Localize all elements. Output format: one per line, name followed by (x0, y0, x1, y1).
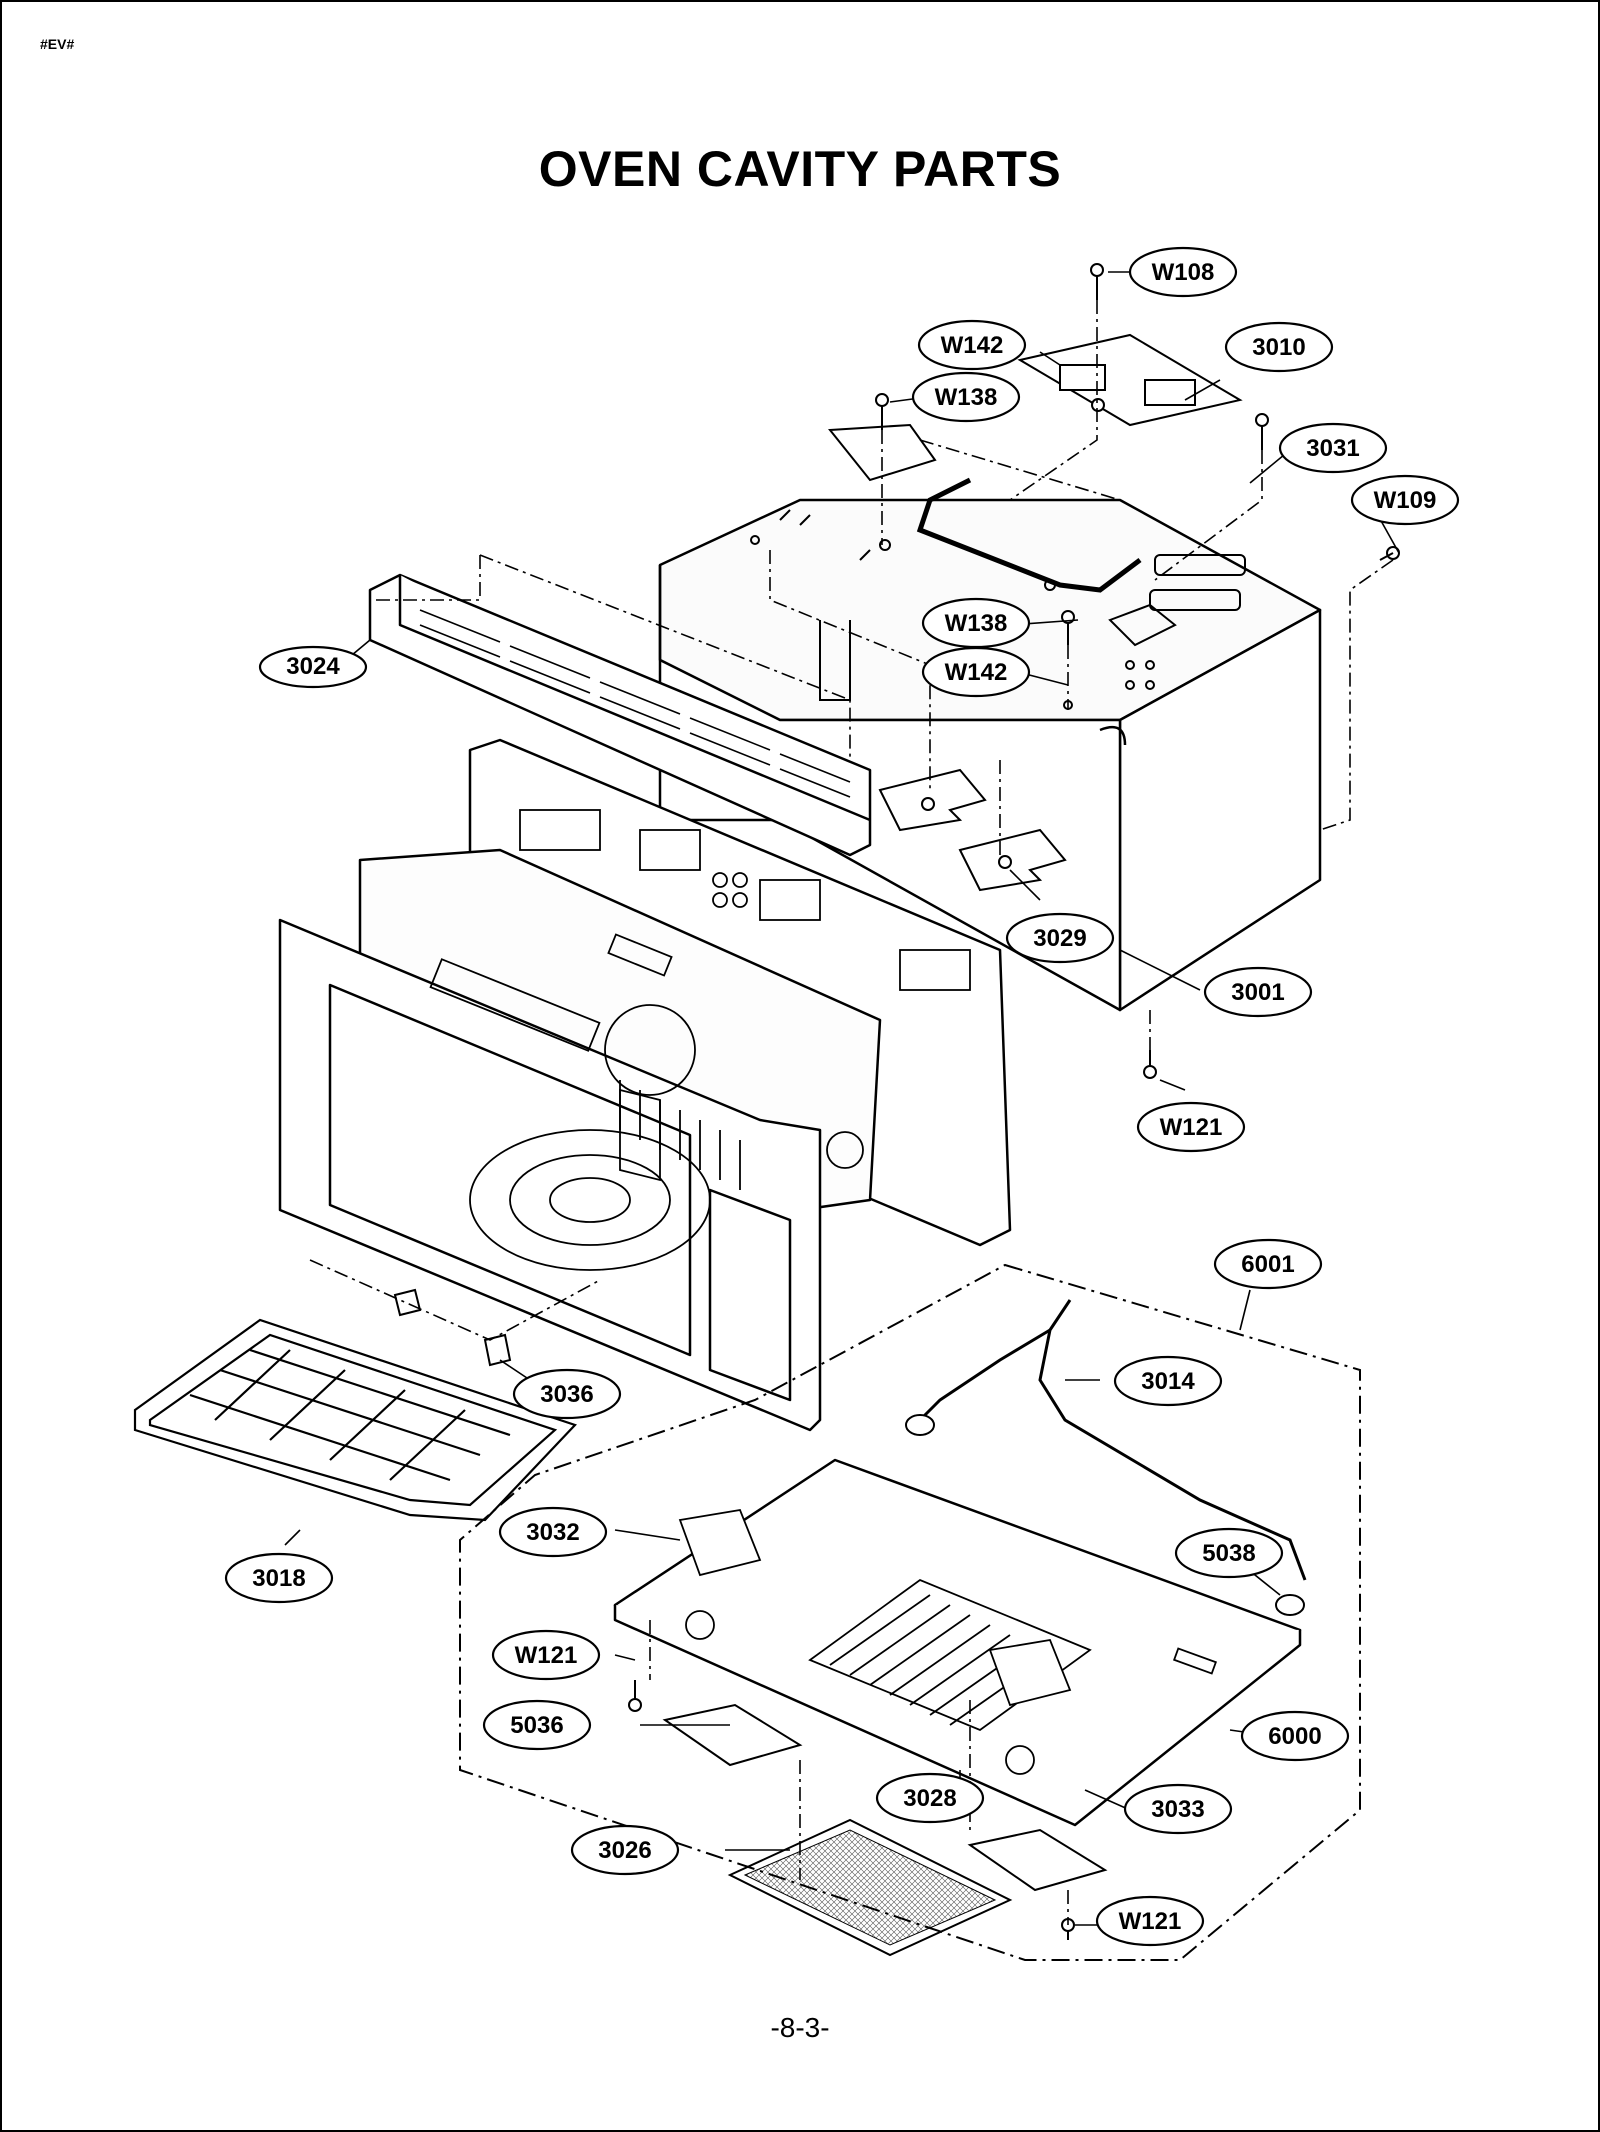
callout-label: 3032 (526, 1519, 579, 1546)
assembly-guide-lines (309, 300, 1394, 1925)
callout-w121-filter: W121 (1095, 1895, 1205, 1947)
document-code: #EV# (40, 36, 75, 52)
callout-w109: W109 (1350, 474, 1460, 526)
callout-label: W138 (935, 384, 998, 411)
mounting-plate-3010 (1017, 333, 1243, 427)
shelf-rack-3018 (133, 1318, 577, 1522)
callout-label: 5036 (510, 1712, 563, 1739)
base-plate-6000 (613, 1458, 1302, 1827)
callout-3014: 3014 (1113, 1355, 1223, 1407)
group-6001-boundary (459, 1263, 1361, 1961)
callout-label: 3029 (1033, 925, 1086, 952)
callout-3029: 3029 (1005, 912, 1115, 964)
cavity-details (429, 809, 971, 1271)
grease-filter-3026 (727, 1818, 1013, 1957)
callout-w142-top: W142 (917, 319, 1027, 371)
callout-label: 3033 (1151, 1796, 1204, 1823)
callout-w108: W108 (1128, 246, 1238, 298)
callout-label: 6000 (1268, 1723, 1321, 1750)
callout-5038: 5038 (1174, 1527, 1284, 1579)
callout-label: W121 (515, 1642, 578, 1669)
screws (628, 263, 1400, 1940)
inner-cavity (278, 738, 1012, 1432)
callout-label: 3026 (598, 1837, 651, 1864)
callout-label: W121 (1119, 1908, 1182, 1935)
callout-label: W108 (1152, 259, 1215, 286)
callout-label: 3024 (286, 653, 340, 680)
callout-6000: 6000 (1240, 1710, 1350, 1762)
callout-3026: 3026 (570, 1824, 680, 1876)
callout-w121-cabinet: W121 (1136, 1101, 1246, 1153)
top-harness (916, 477, 1142, 593)
callout-label: W142 (941, 332, 1004, 359)
callout-5036: 5036 (482, 1699, 592, 1751)
callout-label: W109 (1374, 487, 1437, 514)
callout-3036: 3036 (512, 1368, 622, 1420)
lamp-cover-5036 (662, 1703, 1108, 1892)
callout-3028: 3028 (875, 1772, 985, 1824)
page-title: OVEN CAVITY PARTS (538, 141, 1062, 197)
callout-3033: 3033 (1123, 1783, 1233, 1835)
callout-label: 3028 (903, 1785, 956, 1812)
callout-label: W142 (945, 659, 1008, 686)
leader-lines (284, 271, 1400, 1926)
callout-3031: 3031 (1278, 422, 1388, 474)
page-number: -8-3- (770, 2012, 830, 2043)
callout-label: 3001 (1231, 979, 1284, 1006)
callout-label: 6001 (1241, 1251, 1294, 1278)
callout-label: 3014 (1141, 1368, 1195, 1395)
callout-3032: 3032 (498, 1506, 608, 1558)
callout-w138-mid: W138 (921, 597, 1031, 649)
callout-w142-mid: W142 (921, 646, 1031, 698)
callout-3018: 3018 (224, 1552, 334, 1604)
callout-w138-top: W138 (911, 371, 1021, 423)
guides-3036 (393, 1288, 512, 1367)
callout-label: W138 (945, 610, 1008, 637)
callout-label: 3031 (1306, 435, 1359, 462)
callout-label: W121 (1160, 1114, 1223, 1141)
lamp-harness-branch (918, 1328, 1051, 1422)
callout-label: 3010 (1252, 334, 1305, 361)
callout-3010: 3010 (1224, 321, 1334, 373)
base-details (678, 1508, 1217, 1775)
callout-w121-base: W121 (491, 1629, 601, 1681)
callout-label: 3018 (252, 1565, 305, 1592)
callout-label: 5038 (1202, 1540, 1255, 1567)
callout-label: 3036 (540, 1381, 593, 1408)
bracket-3029 (878, 768, 1067, 892)
callout-3024: 3024 (258, 645, 368, 689)
callout-3001: 3001 (1203, 966, 1313, 1018)
callout-6001: 6001 (1213, 1238, 1323, 1290)
